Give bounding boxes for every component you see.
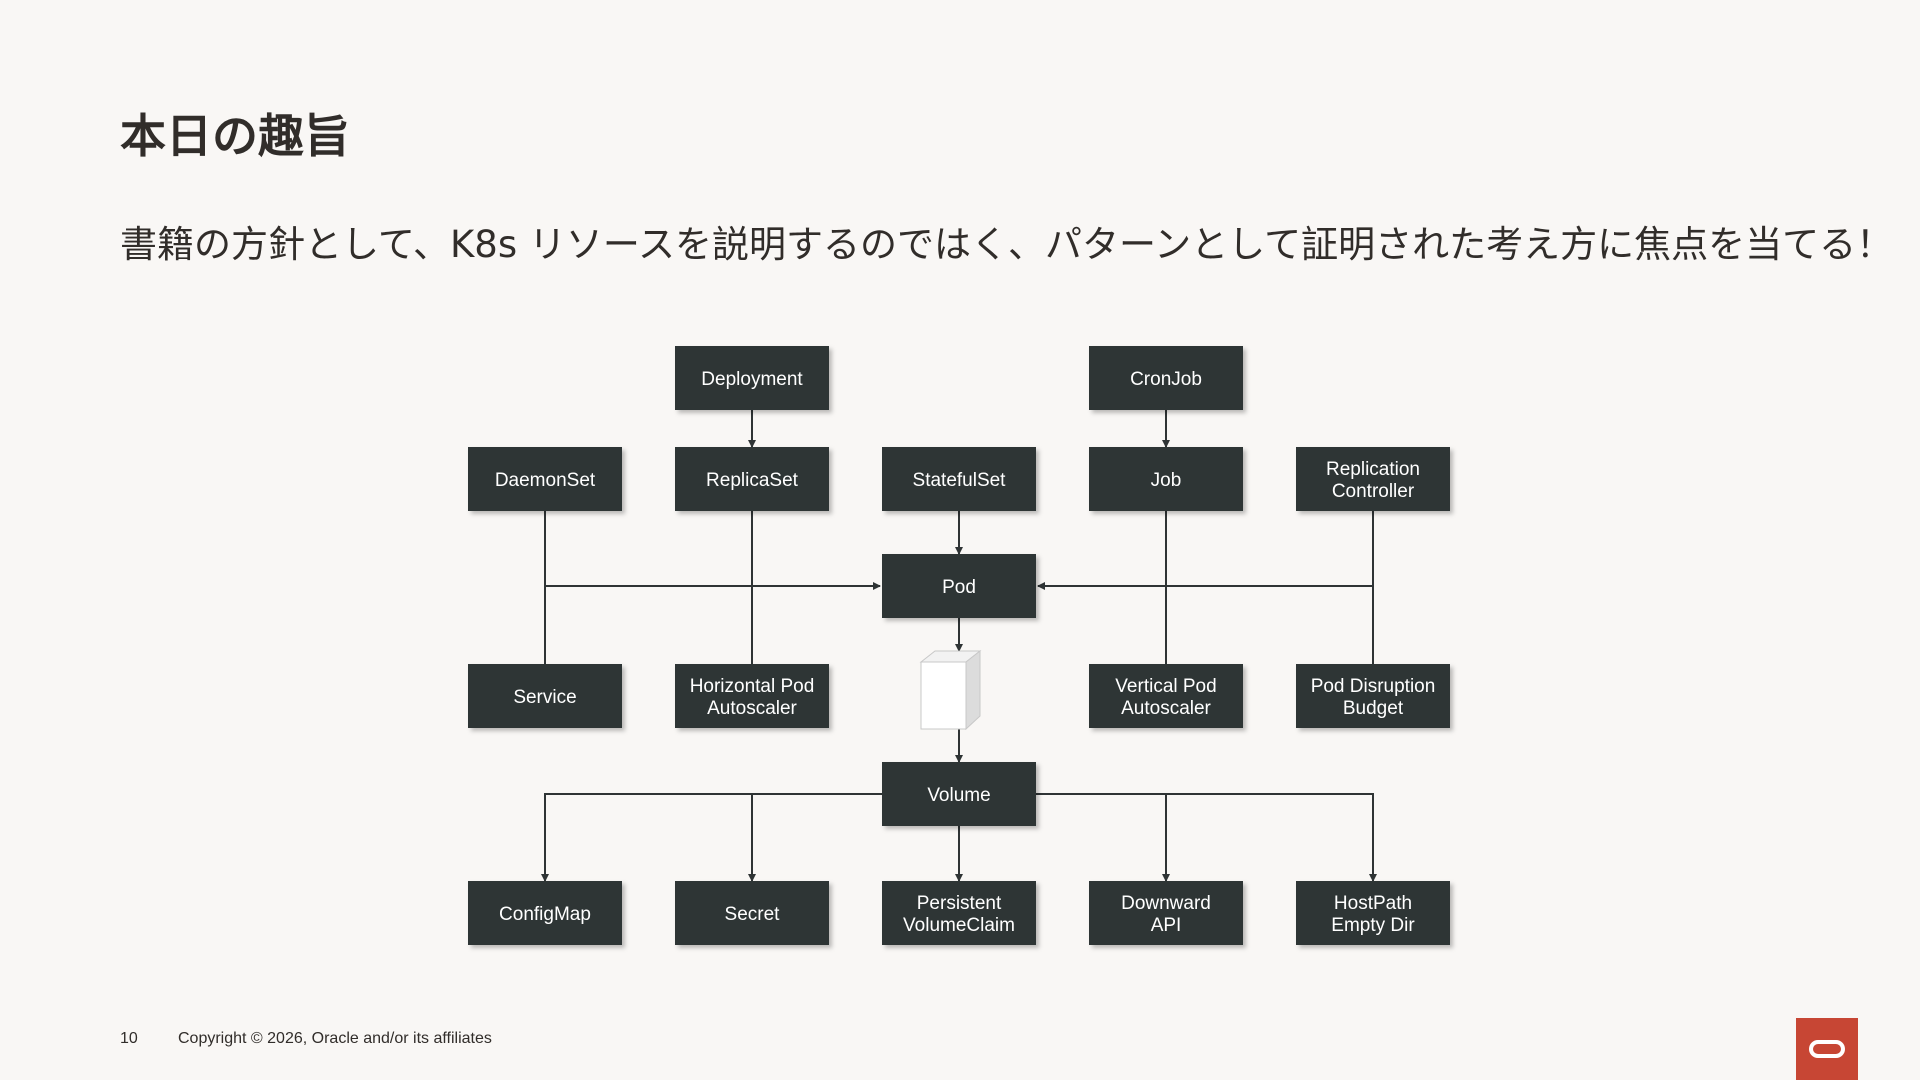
node-label: Service xyxy=(513,687,576,708)
node-label: ReplicaSet xyxy=(706,470,799,491)
node-box xyxy=(675,346,829,410)
node-label: Downward xyxy=(1121,893,1211,914)
node-service: Service xyxy=(468,664,622,728)
node-box xyxy=(468,664,622,728)
copyright-text: Copyright © 2026, Oracle and/or its affi… xyxy=(178,1030,492,1047)
node-replicaset: ReplicaSet xyxy=(675,447,829,511)
node-label: Controller xyxy=(1332,481,1415,502)
node-box xyxy=(1089,447,1243,511)
node-label: StatefulSet xyxy=(913,470,1007,491)
node-box xyxy=(1089,346,1243,410)
node-box xyxy=(675,664,829,728)
node-label: VolumeClaim xyxy=(903,915,1015,936)
node-label: Vertical Pod xyxy=(1115,676,1216,697)
node-box xyxy=(468,881,622,945)
node-label: Volume xyxy=(927,785,990,806)
node-job: Job xyxy=(1089,447,1243,511)
node-label: Replication xyxy=(1326,459,1420,480)
slide-subtitle: 書籍の方針として、K8s リソースを説明するのではく、パターンとして証明された考… xyxy=(120,223,1894,266)
node-secret: Secret xyxy=(675,881,829,945)
node-label: Pod Disruption xyxy=(1311,676,1436,697)
node-label: CronJob xyxy=(1130,369,1202,390)
node-box xyxy=(468,447,622,511)
node-label: API xyxy=(1151,915,1182,936)
node-box xyxy=(882,554,1036,618)
node-label: Secret xyxy=(725,904,781,925)
node-label: HostPath xyxy=(1334,893,1412,914)
node-pod: Pod xyxy=(882,554,1036,618)
oracle-logo xyxy=(1796,1018,1858,1080)
node-cronjob: CronJob xyxy=(1089,346,1243,410)
node-label: Empty Dir xyxy=(1331,915,1415,936)
node-label: Deployment xyxy=(701,369,803,390)
node-label: ConfigMap xyxy=(499,904,591,925)
node-label: Horizontal Pod xyxy=(690,676,815,697)
node-label: DaemonSet xyxy=(495,470,596,491)
node-daemonset: DaemonSet xyxy=(468,447,622,511)
node-box xyxy=(882,447,1036,511)
page-number: 10 xyxy=(120,1030,138,1047)
node-volume: Volume xyxy=(882,762,1036,826)
node-label: Job xyxy=(1151,470,1182,491)
node-box xyxy=(1089,664,1243,728)
node-label: Autoscaler xyxy=(707,698,797,719)
node-box xyxy=(882,762,1036,826)
node-deployment: Deployment xyxy=(675,346,829,410)
node-box xyxy=(1296,881,1450,945)
node-box xyxy=(1089,881,1243,945)
node-label: Persistent xyxy=(917,893,1002,914)
oracle-logo-ring-icon xyxy=(1809,1040,1845,1058)
node-label: Autoscaler xyxy=(1121,698,1211,719)
node-box xyxy=(675,881,829,945)
node-box xyxy=(675,447,829,511)
node-label: Budget xyxy=(1343,698,1404,719)
edge-volume-hostpath xyxy=(1036,793,1377,882)
slide-title: 本日の趣旨 xyxy=(120,109,350,163)
edge-volume-configmap xyxy=(541,793,882,882)
connector-lines xyxy=(541,410,1377,882)
node-statefulset: StatefulSet xyxy=(882,447,1036,511)
node-box xyxy=(1296,447,1450,511)
node-label: Pod xyxy=(942,577,976,598)
container-cube-icon xyxy=(919,649,982,731)
node-box xyxy=(1296,664,1450,728)
node-configmap: ConfigMap xyxy=(468,881,622,945)
node-box xyxy=(882,881,1036,945)
